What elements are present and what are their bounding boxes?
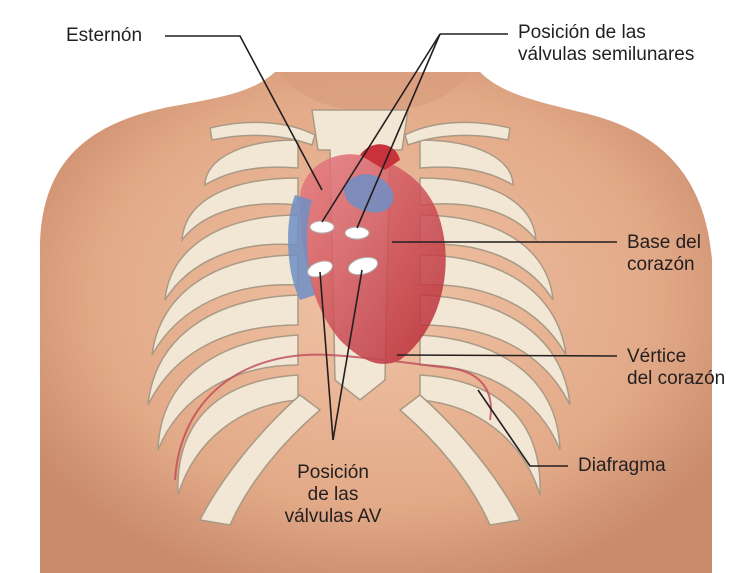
valve-pulmonary	[310, 221, 334, 233]
label-diafragma: Diafragma	[578, 455, 666, 477]
label-semilunares-line2: válvulas semilunares	[518, 44, 694, 66]
leader-vertice	[397, 355, 617, 356]
label-semilunares-line1: Posición de las	[518, 22, 694, 44]
label-vertice-line2: del corazón	[627, 368, 725, 390]
label-av-line3: válvulas AV	[268, 506, 398, 528]
label-base: Base del corazón	[627, 232, 701, 276]
label-esternon: Esternón	[66, 25, 142, 47]
label-av-line1: Posición	[268, 462, 398, 484]
label-av-line2: de las	[268, 484, 398, 506]
label-av: Posición de las válvulas AV	[268, 462, 398, 528]
label-base-line2: corazón	[627, 254, 701, 276]
label-vertice-line1: Vértice	[627, 346, 725, 368]
valve-aortic	[345, 227, 369, 239]
label-vertice: Vértice del corazón	[627, 346, 725, 390]
label-base-line1: Base del	[627, 232, 701, 254]
label-semilunares: Posición de las válvulas semilunares	[518, 22, 694, 66]
